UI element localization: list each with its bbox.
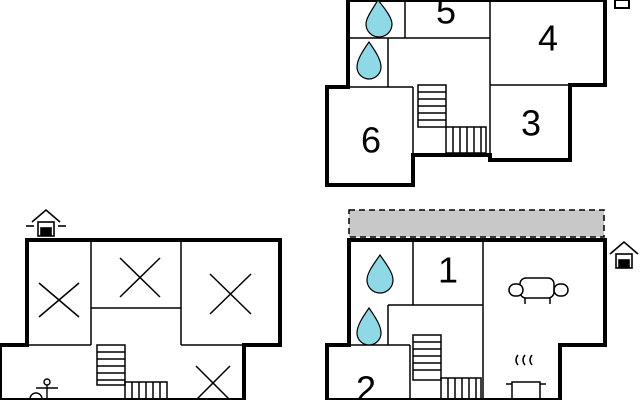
room-label: 5: [436, 0, 456, 32]
room-label: 4: [538, 18, 558, 59]
terrace: [348, 209, 605, 238]
entrance-house-icon: [26, 208, 66, 237]
crossed-room-icon: [119, 257, 161, 298]
stairs-icon: [412, 334, 482, 400]
room-label: 3: [521, 103, 541, 144]
stairs-icon: [96, 344, 168, 400]
bathroom-drop-icon: [356, 306, 382, 346]
crossed-room-icon: [195, 365, 231, 400]
bathroom-drop-icon: [356, 40, 382, 80]
lower-floor: [0, 208, 282, 400]
entrance-house-icon: [614, 0, 630, 9]
stove-icon: [506, 354, 546, 400]
room-label: 6: [361, 120, 381, 161]
room-label: 2: [356, 369, 376, 400]
entrance-house-icon: [609, 240, 639, 269]
stairs-icon: [417, 84, 487, 154]
sofa-icon: [508, 277, 569, 304]
crossed-room-icon: [209, 273, 252, 315]
bathroom-drop-icon: [366, 253, 394, 294]
upper-floor: 5 4 3 6: [325, 0, 630, 187]
ground-floor: 1 2: [325, 209, 639, 400]
room-label: 1: [438, 250, 458, 291]
crossed-room-icon: [38, 282, 80, 318]
bathroom-drop-icon: [365, 0, 393, 38]
person-icon: [29, 378, 58, 400]
